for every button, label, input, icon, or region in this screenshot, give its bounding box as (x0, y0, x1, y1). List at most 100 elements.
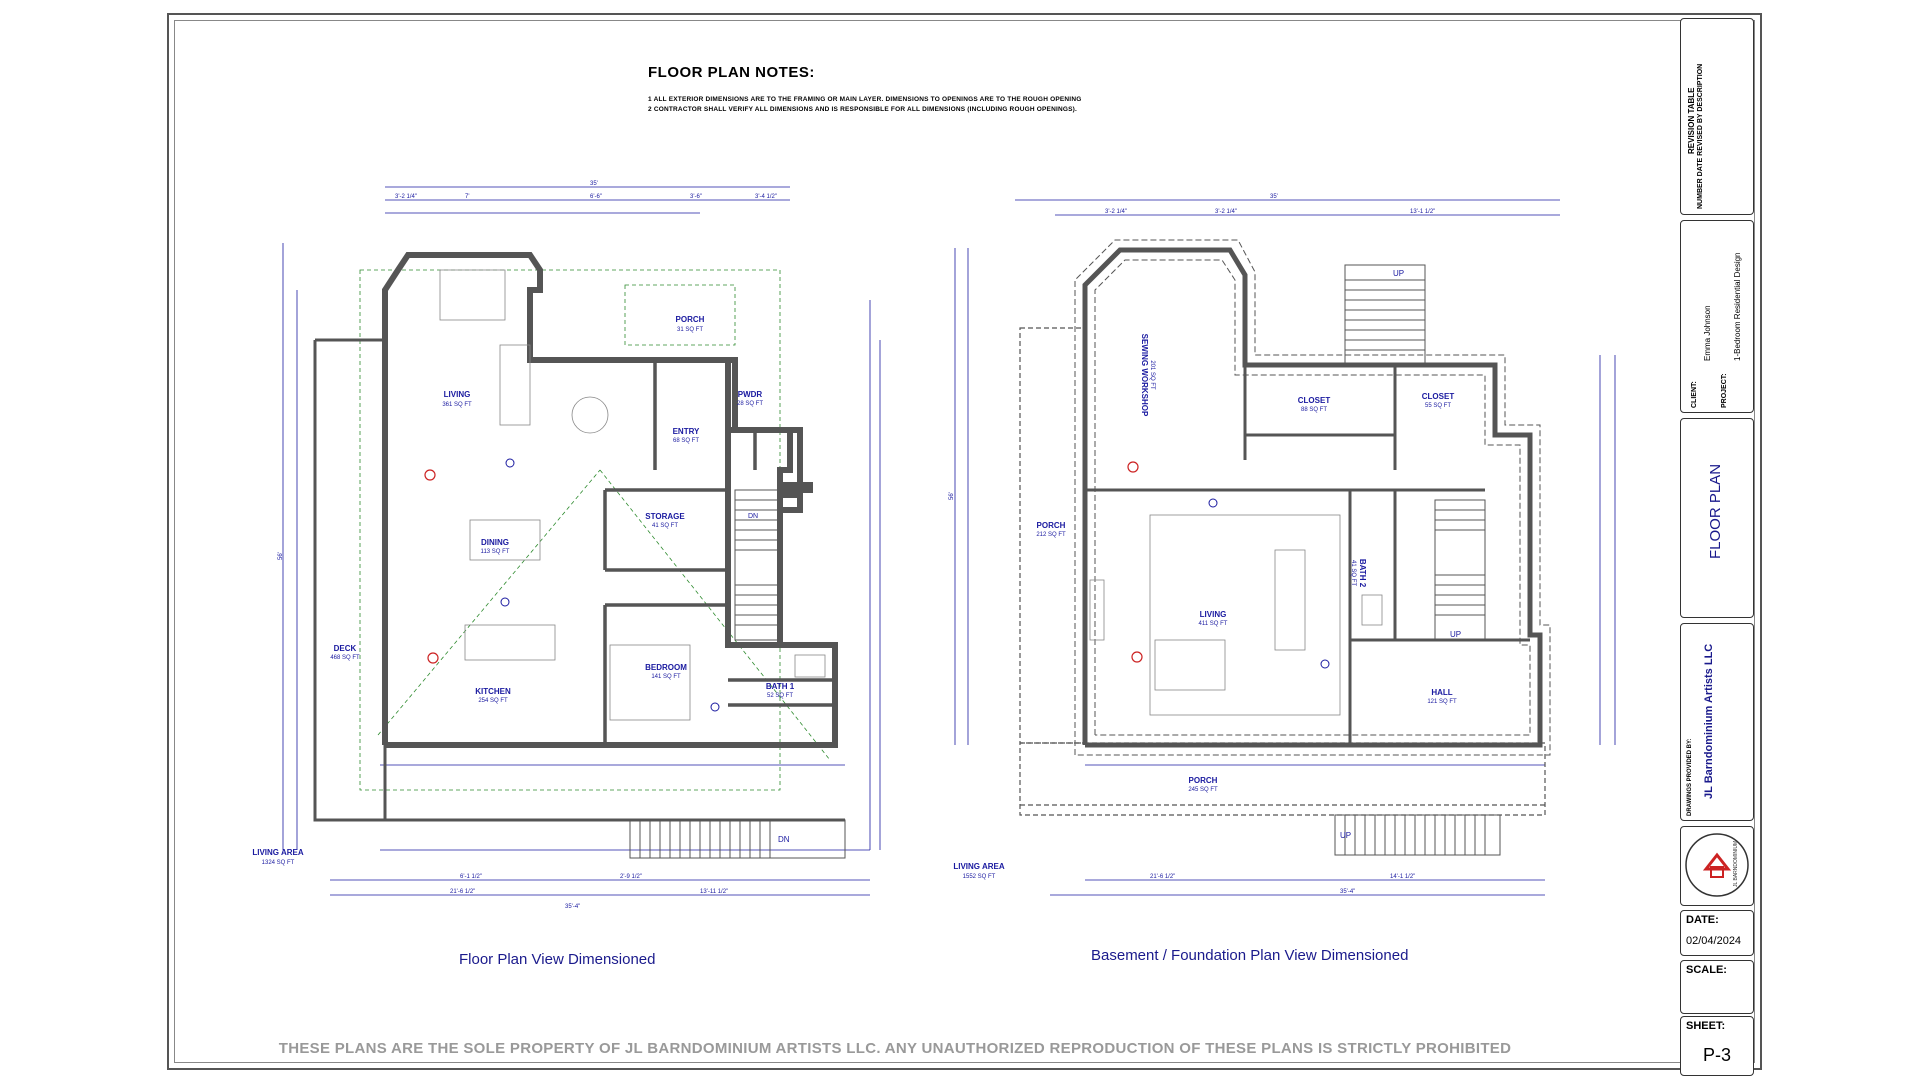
floor-plan: 35' 56' 3'-2 1/4" 7' 6'-6" 3'-6" 3'-4 1/… (252, 181, 881, 910)
room-porch-area: 31 SQ FT (677, 327, 703, 333)
svg-text:3'-2 1/4": 3'-2 1/4" (1215, 209, 1237, 215)
basement-foundation-walls (1082, 247, 1543, 748)
room-closet2-area: 55 SQ FT (1425, 403, 1451, 409)
room-bporch-area: 212 SQ FT (1036, 532, 1066, 538)
drawing-sheet-border (167, 13, 1762, 1070)
room-dining-name: DINING (481, 538, 509, 547)
room-sewing-name: SEWING WORKSHOP (1140, 334, 1149, 417)
logo-lettering: JL BARNDOMINIUM (1733, 841, 1739, 887)
basement-top-stair (1344, 264, 1426, 364)
room-storage-area: 41 SQ FT (652, 523, 678, 529)
basement-footing-lines (1074, 239, 1551, 756)
basement-plan: 35' 56' 3'-2 1/4" 3'-2 1/4" 13'-1 1/2" 2… (949, 194, 1616, 896)
svg-text:35'-4": 35'-4" (565, 904, 580, 910)
drawing-sheet-inner-border (174, 20, 1755, 1063)
revision-table-box: REVISION TABLE NUMBER DATE REVISED BY DE… (1680, 18, 1754, 215)
floor-living-area-value: 1324 SQ FT (262, 860, 295, 866)
scale-label: SCALE: (1686, 964, 1727, 976)
client-value: Emma Johnson (1703, 305, 1712, 361)
floor-stair-dn: DN (748, 513, 758, 520)
sheet-box: SHEET: P-3 (1680, 1016, 1754, 1076)
company-logo-icon: JL BARNDOMINIUM (1685, 833, 1749, 897)
room-fporch-name: PORCH (1189, 776, 1218, 785)
floor-room-labels: LIVING PORCH PWDR ENTRY STORAGE DINING D… (334, 315, 795, 696)
svg-text:3'-2 1/4": 3'-2 1/4" (1105, 209, 1127, 215)
room-hall-name: HALL (1431, 688, 1452, 697)
svg-text:3'-6": 3'-6" (690, 194, 702, 200)
svg-text:13'-1 1/2": 13'-1 1/2" (1410, 209, 1435, 215)
basement-markers (1127, 461, 1330, 669)
floor-living-area-label: LIVING AREA (252, 848, 303, 857)
drawings-provided-label: DRAWINGS PROVIDED BY: (1687, 738, 1693, 816)
room-bath1-area: 52 SQ FT (767, 693, 793, 699)
date-box: DATE: 02/04/2024 (1680, 910, 1754, 956)
floor-furniture (439, 269, 826, 721)
basement-stair-up-top: UP (1393, 269, 1404, 278)
note-line-1: 1 ALL EXTERIOR DIMENSIONS ARE TO THE FRA… (648, 96, 1082, 103)
room-entry-name: ENTRY (673, 427, 700, 436)
floor-overall-height: 56' (278, 552, 284, 560)
deck-stair-dn: DN (778, 835, 790, 844)
floor-overall-width: 35' (590, 181, 598, 187)
room-bath1-name: BATH 1 (766, 682, 795, 691)
basement-room-labels: SEWING WORKSHOP CLOSET CLOSET PORCH LIVI… (1037, 334, 1455, 785)
room-blive-name: LIVING (1200, 610, 1227, 619)
floor-room-areas: 361 SQ FT 31 SQ FT 28 SQ FT 68 SQ FT 41 … (330, 327, 793, 704)
svg-text:3'-4 1/2": 3'-4 1/2" (755, 194, 777, 200)
room-pwdr-name: PWDR (738, 390, 763, 399)
sheet-number: P-3 (1702, 1045, 1731, 1065)
floor-markers (424, 458, 720, 712)
room-dining-area: 113 SQ FT (481, 549, 510, 555)
floor-dimension-texts: 35' 56' 3'-2 1/4" 7' 6'-6" 3'-6" 3'-4 1/… (278, 181, 777, 910)
svg-text:3'-2 1/4": 3'-2 1/4" (395, 194, 417, 200)
sheet-label: SHEET: (1686, 1020, 1726, 1032)
room-kitchen-area: 254 SQ FT (478, 698, 508, 704)
room-porch-name: PORCH (676, 315, 705, 324)
room-bedroom-name: BEDROOM (645, 663, 687, 672)
svg-text:13'-11 1/2": 13'-11 1/2" (700, 889, 728, 895)
floor-interior-stair (734, 489, 781, 641)
floor-plan-caption: Floor Plan View Dimensioned (459, 951, 656, 968)
company-name: JL Barndominium Artists LLC (1703, 643, 1715, 799)
basement-stair-up-inner: UP (1450, 630, 1461, 639)
basement-living-area-label: LIVING AREA (953, 862, 1004, 871)
floor-interior-walls (603, 360, 835, 745)
revision-table-headers: NUMBER DATE REVISED BY DESCRIPTION (1697, 63, 1704, 209)
project-value: 1-Bedroom Residential Design (1733, 252, 1742, 362)
room-deck-name: DECK (334, 644, 357, 653)
room-bporch-name: PORCH (1037, 521, 1066, 530)
svg-text:6'-6": 6'-6" (590, 194, 602, 200)
basement-dimension-lines (954, 199, 1616, 896)
room-living-area: 361 SQ FT (442, 402, 472, 408)
svg-text:14'-1 1/2": 14'-1 1/2" (1390, 874, 1415, 880)
notes-title: FLOOR PLAN NOTES: (648, 64, 815, 81)
basement-dimension-texts: 35' 56' 3'-2 1/4" 3'-2 1/4" 13'-1 1/2" 2… (949, 194, 1435, 895)
company-box: DRAWINGS PROVIDED BY: JL Barndominium Ar… (1680, 623, 1754, 821)
svg-text:2'-9 1/2": 2'-9 1/2" (620, 874, 642, 880)
basement-furniture (1089, 514, 1383, 716)
client-project-box: CLIENT: Emma Johnson PROJECT: 1-Bedroom … (1680, 220, 1754, 413)
client-label: CLIENT: (1691, 381, 1698, 408)
room-storage-name: STORAGE (645, 512, 685, 521)
room-closet2-name: CLOSET (1422, 392, 1455, 401)
basement-room-areas: 201 SQ FT 88 SQ FT 55 SQ FT 212 SQ FT 41… (1036, 360, 1457, 793)
room-entry-area: 68 SQ FT (673, 438, 699, 444)
date-value: 02/04/2024 (1686, 935, 1742, 947)
svg-text:6'-1 1/2": 6'-1 1/2" (460, 874, 482, 880)
room-living-name: LIVING (444, 390, 471, 399)
basement-living-area-value: 1552 SQ FT (963, 874, 996, 880)
room-bath2-name: BATH 2 (1358, 559, 1367, 588)
sheet-title: FLOOR PLAN (1707, 463, 1724, 559)
svg-text:21'-6 1/2": 21'-6 1/2" (1150, 874, 1175, 880)
logo-box: JL BARNDOMINIUM (1680, 826, 1754, 906)
basement-overall-height: 56' (949, 492, 955, 500)
room-blive-area: 411 SQ FT (1199, 621, 1228, 627)
floor-dimension-lines (282, 186, 881, 896)
title-block: REVISION TABLE NUMBER DATE REVISED BY DE… (1680, 18, 1756, 1076)
room-bath2-area: 41 SQ FT (1350, 560, 1356, 586)
room-bedroom-area: 141 SQ FT (651, 674, 681, 680)
svg-text:35'-4": 35'-4" (1340, 889, 1355, 895)
copyright-footer: THESE PLANS ARE THE SOLE PROPERTY OF JL … (278, 1040, 1512, 1057)
room-sewing-area: 201 SQ FT (1149, 360, 1155, 390)
